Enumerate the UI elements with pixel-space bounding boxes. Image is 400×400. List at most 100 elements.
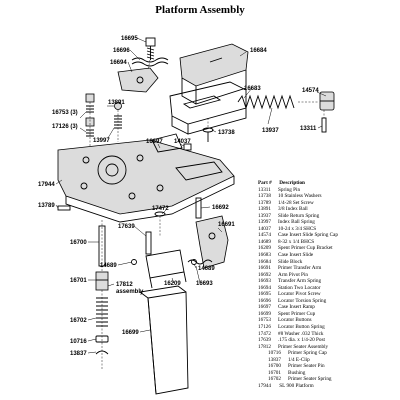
callout-17472: 17472 [152, 206, 169, 212]
callout-13789: 13789 [38, 203, 55, 209]
legend-part-number: 17126 [258, 324, 271, 331]
legend-row: 16696 Locator Torsion Spring [258, 298, 398, 305]
legend-description: Spring Pin [278, 186, 301, 193]
legend-part-number: 16684 [258, 258, 271, 265]
legend-description: Station Two Locator [278, 284, 321, 291]
legend-part-number: 17639 [258, 337, 271, 344]
legend-row: 17472 #8 Washer .032 Thick [258, 331, 398, 338]
callout-17944: 17944 [38, 182, 55, 188]
legend-description: Locator Buttons [278, 317, 312, 324]
callout-13891: 13891 [108, 100, 125, 106]
callout-16695: 16695 [121, 36, 138, 42]
callout-16701: 16701 [70, 278, 87, 284]
legend-row: 14037 10-24 x 3/4 SHCS [258, 226, 398, 233]
legend-part-number: 14574 [258, 232, 271, 239]
legend-row: 17126 Locator Button Spring [258, 324, 398, 331]
spent-primer-cup-bracket [145, 249, 187, 289]
legend-part-number: 14037 [258, 225, 271, 232]
callout-16694: 16694 [110, 60, 127, 66]
bhcs-screws [131, 259, 197, 265]
bushing [95, 271, 109, 291]
slide-return-spring [237, 94, 318, 110]
callout-16753: 16753 (3) [52, 110, 78, 116]
legend-description: Transfer Arm Spring [278, 278, 322, 285]
legend-part-number: 17812 [258, 343, 271, 350]
callout-13311: 13311 [300, 126, 317, 132]
stainless-washer [202, 127, 214, 142]
post [145, 231, 152, 255]
legend-description: 1/4-28 Set Screw [278, 199, 314, 206]
callout-16693: 16693 [196, 281, 213, 287]
legend-part-number: 13891 [258, 206, 271, 213]
legend-part-number: 13738 [258, 193, 271, 200]
legend-description: 3/8 Index Ball [278, 206, 308, 213]
legend-row: 13891 3/8 Index Ball [258, 206, 398, 213]
legend-description: Primer Spring Cap [288, 350, 327, 357]
callout-17812: 17812 [116, 282, 133, 288]
number-8-washer [154, 211, 166, 236]
callout-14689-left: 14689 [100, 263, 117, 269]
primer-transfer-arm [195, 215, 229, 269]
legend-part-number: 16699 [258, 310, 271, 317]
legend-part-number: 16209 [258, 245, 271, 252]
case-insert-ramp [151, 133, 183, 153]
legend-description: 10-24 x 3/4 SHCS [278, 225, 317, 232]
callout-16699: 16699 [122, 330, 139, 336]
legend-part-number: 16753 [258, 317, 271, 324]
legend-description: 10 Stainless Washers [278, 193, 322, 200]
callout-10716: 10716 [70, 339, 87, 345]
legend-description: Primer Transfer Arm [278, 265, 322, 272]
legend-description: Primer Seater Pin [288, 363, 325, 370]
callout-16684: 16684 [250, 48, 267, 54]
legend-description: Locator Button Spring [278, 324, 325, 331]
e-clip [95, 350, 109, 355]
callout-17639: 17639 [118, 224, 135, 230]
callout-assembly: assembly [116, 289, 144, 295]
spring-pin [321, 110, 327, 133]
legend-part-number: 16693 [258, 278, 271, 285]
legend-row: 17944 SL 900 Platform [258, 383, 398, 390]
callout-13837: 13837 [70, 351, 87, 357]
spent-primer-cup [138, 285, 189, 395]
legend-description: Locator Pivot Screw [278, 291, 321, 298]
legend-description: Case Insert Ramp [278, 304, 315, 311]
legend-part-number: 16700 [268, 363, 281, 370]
legend-description: #8 Washer .032 Thick [278, 330, 324, 337]
station-two-locator [117, 67, 159, 93]
legend-header-description: Description [279, 180, 305, 186]
primer-seater-pin [98, 225, 106, 267]
legend-description: SL 900 Platform [279, 382, 314, 389]
legend-description: Slide Return Spring [278, 212, 320, 219]
legend-row: 16699 Spent Primer Cup [258, 311, 398, 318]
legend-part-number: 16696 [258, 297, 271, 304]
legend-rows: 13311 Spring Pin 13738 10 Stainless Washers… [258, 187, 398, 351]
legend-description: Spent Primer Cup [278, 310, 316, 317]
legend-part-number: 13311 [258, 186, 271, 193]
legend-row: 16753 Locator Buttons [258, 317, 398, 324]
callout-16692: 16692 [212, 205, 229, 211]
set-screw [57, 205, 71, 211]
legend-description: Locator Torsion Spring [278, 297, 327, 304]
legend-part-number: 14689 [258, 238, 271, 245]
callout-13937: 13937 [262, 128, 279, 134]
legend-description: Bushing [288, 369, 306, 376]
slide-block [179, 43, 249, 105]
legend-part-number: 17472 [258, 330, 271, 337]
legend-description: .175 dia. x 1/4-20 Post [278, 337, 325, 344]
slide-spring-cap [319, 91, 335, 111]
